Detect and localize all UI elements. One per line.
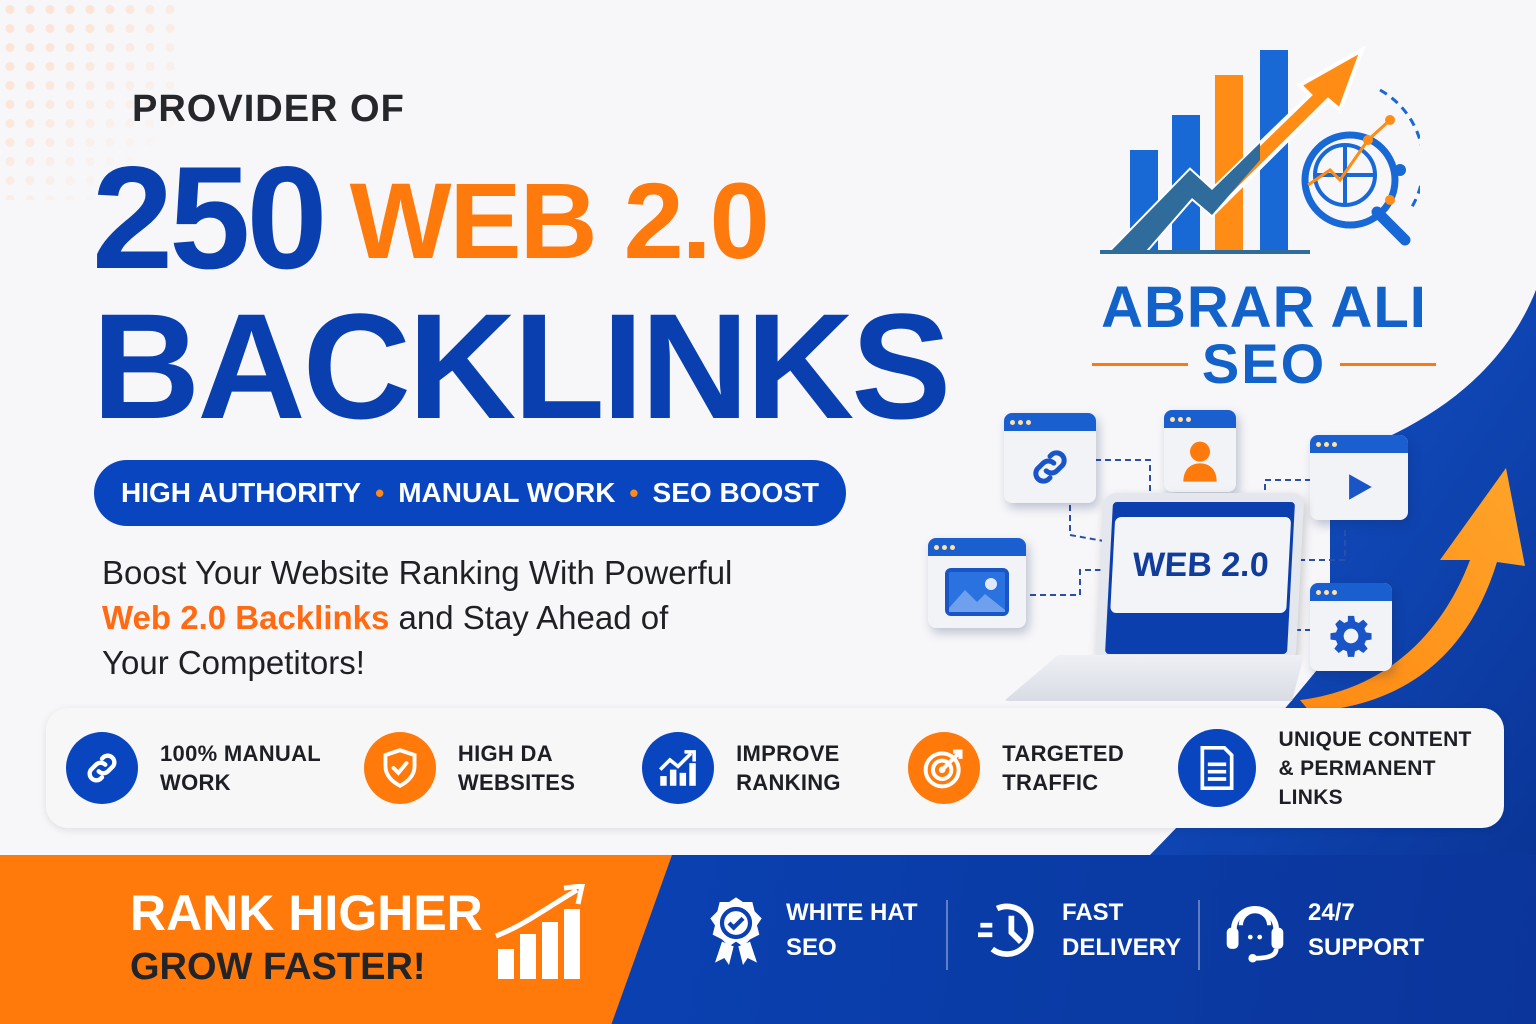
brand-name: ABRAR ALI <box>1101 275 1427 340</box>
feature-icon-circle <box>66 732 138 804</box>
badge-check-icon <box>710 897 762 965</box>
target-icon <box>923 749 963 789</box>
cta-line-1: RANK HIGHER <box>130 885 483 941</box>
web20-illustration: WEB 2.0 <box>920 405 1420 715</box>
bottom-band-orange <box>0 855 672 1024</box>
tagline-line-3: Your Competitors! <box>102 644 365 681</box>
laptop-keyboard-base <box>1004 655 1304 701</box>
guarantee-divider <box>946 900 948 970</box>
orange-rule-right <box>1340 362 1437 366</box>
window-titlebar <box>928 538 1026 556</box>
brand-logo-chart-icon <box>1100 45 1420 254</box>
clock-icon <box>978 903 1034 957</box>
chart-up-icon <box>659 750 697 786</box>
window-video <box>1310 435 1408 520</box>
gear-icon <box>1330 615 1372 657</box>
feature-unique-content: UNIQUE CONTENT& PERMANENT LINKS <box>1148 708 1504 828</box>
tagline: Boost Your Website Ranking With Powerful… <box>102 550 802 685</box>
window-link <box>1004 413 1096 503</box>
window-settings <box>1310 583 1392 671</box>
tagline-highlight: Web 2.0 Backlinks <box>102 599 390 636</box>
brand-sub-text: SEO <box>1201 332 1327 395</box>
image-icon <box>945 568 1009 616</box>
highlight-item: HIGH AUTHORITY <box>121 477 362 508</box>
window-titlebar <box>1004 413 1096 431</box>
laptop-screen: WEB 2.0 <box>1095 493 1305 663</box>
backlink-count: 250 <box>92 136 328 299</box>
decorative-dot-grid <box>0 0 180 200</box>
orange-rule-left <box>1091 362 1188 366</box>
user-icon <box>1183 441 1217 482</box>
guarantee-divider <box>1198 900 1200 970</box>
eyebrow-text: PROVIDER OF <box>132 88 405 130</box>
play-icon <box>1349 473 1372 500</box>
shield-check-icon <box>383 748 417 788</box>
laptop-screen-label: WEB 2.0 <box>1110 517 1292 613</box>
link-icon <box>1033 450 1067 484</box>
headline-product: BACKLINKS <box>92 282 951 450</box>
growth-chart-icon <box>495 884 586 979</box>
feature-icon-circle <box>363 732 436 804</box>
window-image <box>928 538 1026 628</box>
tagline-line-2: Web 2.0 Backlinks and Stay Ahead of <box>102 599 669 636</box>
feature-icon-circle <box>908 732 981 804</box>
window-titlebar <box>1310 583 1392 601</box>
separator-dot: • <box>629 477 639 508</box>
feature-icon-circle <box>1178 729 1257 807</box>
highlight-item: MANUAL WORK <box>398 477 616 508</box>
highlights-pill: HIGH AUTHORITY • MANUAL WORK • SEO BOOST <box>94 460 846 526</box>
backlink-type: WEB 2.0 <box>349 160 770 281</box>
tagline-line-1: Boost Your Website Ranking With Powerful <box>102 554 733 591</box>
brand-sub: SEO <box>1072 334 1456 394</box>
document-icon <box>1200 746 1234 790</box>
window-user <box>1164 410 1236 492</box>
separator-dot: • <box>375 477 385 508</box>
headset-icon <box>1226 905 1284 963</box>
link-icon <box>87 753 117 783</box>
window-titlebar <box>1164 410 1236 428</box>
feature-icon-circle <box>642 732 715 804</box>
cta-line-2: GROW FASTER! <box>130 946 426 988</box>
highlight-item: SEO BOOST <box>652 477 819 508</box>
window-titlebar <box>1310 435 1408 453</box>
